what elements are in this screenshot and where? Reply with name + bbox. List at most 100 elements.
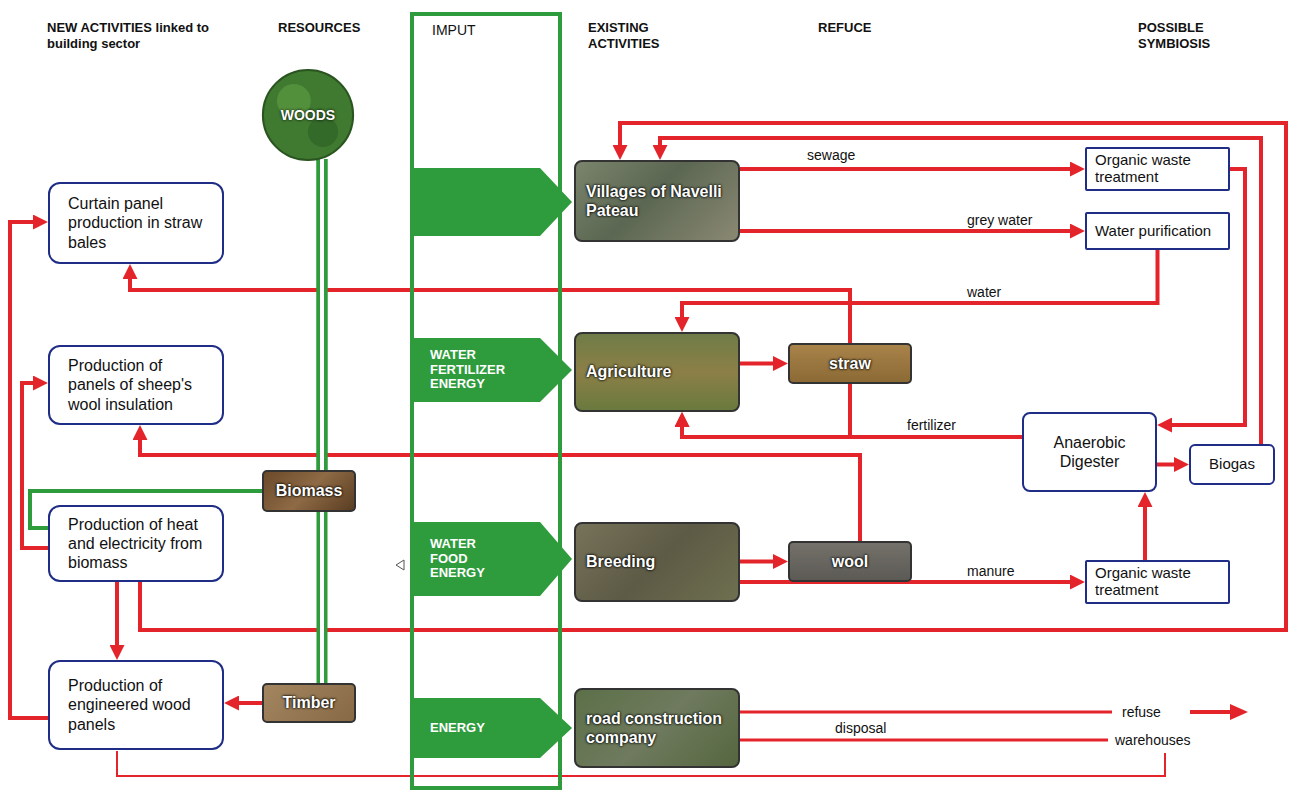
text-block: straw	[829, 354, 871, 373]
text-block: Curtain panel production in straw bales	[68, 194, 212, 252]
connector-line	[1165, 169, 1245, 425]
node-text: Water purification	[1095, 223, 1211, 240]
connector-label: grey water	[965, 212, 1034, 228]
node-text: Biomass	[276, 481, 343, 500]
text-block: Production of panels of sheep's wool ins…	[68, 356, 212, 414]
text-block: ENERGY	[430, 721, 514, 736]
input-arrow	[412, 168, 572, 236]
text-block: IMPUT	[432, 22, 476, 38]
resource-circle: WOODS	[261, 68, 355, 162]
text-block: Production of engineered wood panels	[68, 676, 212, 734]
connector-line	[1157, 463, 1181, 467]
resource-image: straw	[788, 343, 912, 384]
input-frame: IMPUT WATER FERTILIZER ENERGY WATER FOOD E…	[410, 12, 562, 790]
connector-line	[232, 701, 262, 705]
node-text: Timber	[282, 693, 335, 712]
activity-box: Production of heat and electricity from …	[48, 505, 224, 582]
input-arrow: WATER FERTILIZER ENERGY	[412, 338, 572, 402]
text-block: WOODS	[281, 107, 335, 123]
activity-box: Production of panels of sheep's wool ins…	[48, 345, 224, 425]
node-text: WOODS	[281, 107, 335, 123]
text-block: WATER FERTILIZER ENERGY	[430, 348, 514, 393]
column-header: POSSIBLE SYMBIOSIS	[1138, 20, 1238, 53]
text-block: road construction company	[586, 709, 728, 747]
connector-label: sewage	[805, 147, 857, 163]
input-arrow: WATER FOOD ENERGY	[412, 522, 572, 596]
flow-connector	[1157, 464, 1181, 465]
activity-image: Agriculture	[574, 332, 740, 412]
disposal-line	[740, 739, 1108, 742]
text-block: WATER FOOD ENERGY	[430, 537, 514, 582]
flow-connector	[740, 231, 1077, 232]
text-block: Timber	[282, 693, 335, 712]
connector-line	[317, 159, 328, 683]
node-text: Production of heat and electricity from …	[68, 515, 212, 573]
flow-connector	[322, 159, 323, 683]
text-block: Villages of Navelli Pateau	[586, 182, 728, 220]
input-arrow: ENERGY	[412, 698, 572, 758]
column-header: NEW ACTIVITIES linked to building sector	[47, 20, 232, 53]
text-block: Breeding	[586, 552, 655, 571]
flow-connector	[740, 169, 1077, 170]
flow-connector	[22, 383, 48, 548]
node-text: Breeding	[586, 552, 655, 571]
connector-line	[130, 272, 850, 343]
node-text: road construction company	[586, 709, 728, 747]
flow-connector	[740, 363, 780, 364]
node-text: Organic waste treatment	[1095, 152, 1220, 186]
input-arrow-shape	[412, 522, 572, 596]
connector-inner	[320, 159, 324, 683]
node-text: ENERGY	[430, 721, 514, 736]
flow-connector	[130, 272, 850, 343]
small-triangle	[396, 560, 404, 570]
connector-line	[740, 167, 1077, 171]
flow-connector	[740, 561, 780, 562]
node-text: WATER FOOD ENERGY	[430, 537, 514, 582]
text-block: Anaerobic Digester	[1032, 433, 1147, 471]
text-block: Production of heat and electricity from …	[68, 515, 212, 573]
node-text: WATER FERTILIZER ENERGY	[430, 348, 514, 393]
flow-note: refuse	[1122, 704, 1161, 720]
connector-line	[10, 222, 48, 718]
refuse-arrowhead	[1230, 704, 1248, 720]
flow-connector	[140, 123, 1286, 630]
flow-connector	[660, 138, 1261, 444]
resource-image: Biomass	[262, 470, 356, 512]
text-block: wool	[832, 552, 868, 571]
connector-line	[740, 560, 780, 564]
activity-image: Breeding	[574, 522, 740, 602]
node-text: Organic waste treatment	[1095, 565, 1220, 599]
connector-line	[660, 138, 1261, 444]
activity-box: Curtain panel production in straw bales	[48, 182, 224, 264]
node-text: Anaerobic Digester	[1032, 433, 1147, 471]
resource-image: wool	[788, 541, 912, 582]
resource-image: Timber	[262, 683, 356, 723]
flow-note: warehouses	[1115, 732, 1191, 748]
node-text: wool	[832, 552, 868, 571]
node-text: straw	[829, 354, 871, 373]
symbiosis-box: Anaerobic Digester	[1022, 412, 1157, 492]
node-text: IMPUT	[432, 22, 476, 38]
node-text: Production of engineered wood panels	[68, 676, 212, 734]
connector-line	[682, 250, 1158, 324]
input-arrow-shape	[412, 698, 572, 758]
flow-connector	[1165, 169, 1245, 425]
symbiosis-box: Organic waste treatment	[1085, 147, 1230, 191]
text-block: Organic waste treatment	[1095, 565, 1220, 599]
node-text: Biogas	[1209, 456, 1255, 473]
column-header: EXISTING ACTIVITIES	[588, 20, 683, 53]
text-block: Biomass	[276, 481, 343, 500]
connector-group	[10, 123, 1286, 718]
symbiosis-box: Water purification	[1085, 212, 1230, 250]
node-text: Agriculture	[586, 362, 671, 381]
refuse-arrow	[1190, 710, 1232, 714]
flow-connector	[117, 582, 118, 652]
column-header: REFUCE	[818, 20, 871, 36]
connector-label: water	[965, 284, 1003, 300]
flow-note: disposal	[835, 720, 886, 736]
node-text: Production of panels of sheep's wool ins…	[68, 356, 212, 414]
activity-image: road construction company	[574, 688, 740, 768]
text-block: Agriculture	[586, 362, 671, 381]
